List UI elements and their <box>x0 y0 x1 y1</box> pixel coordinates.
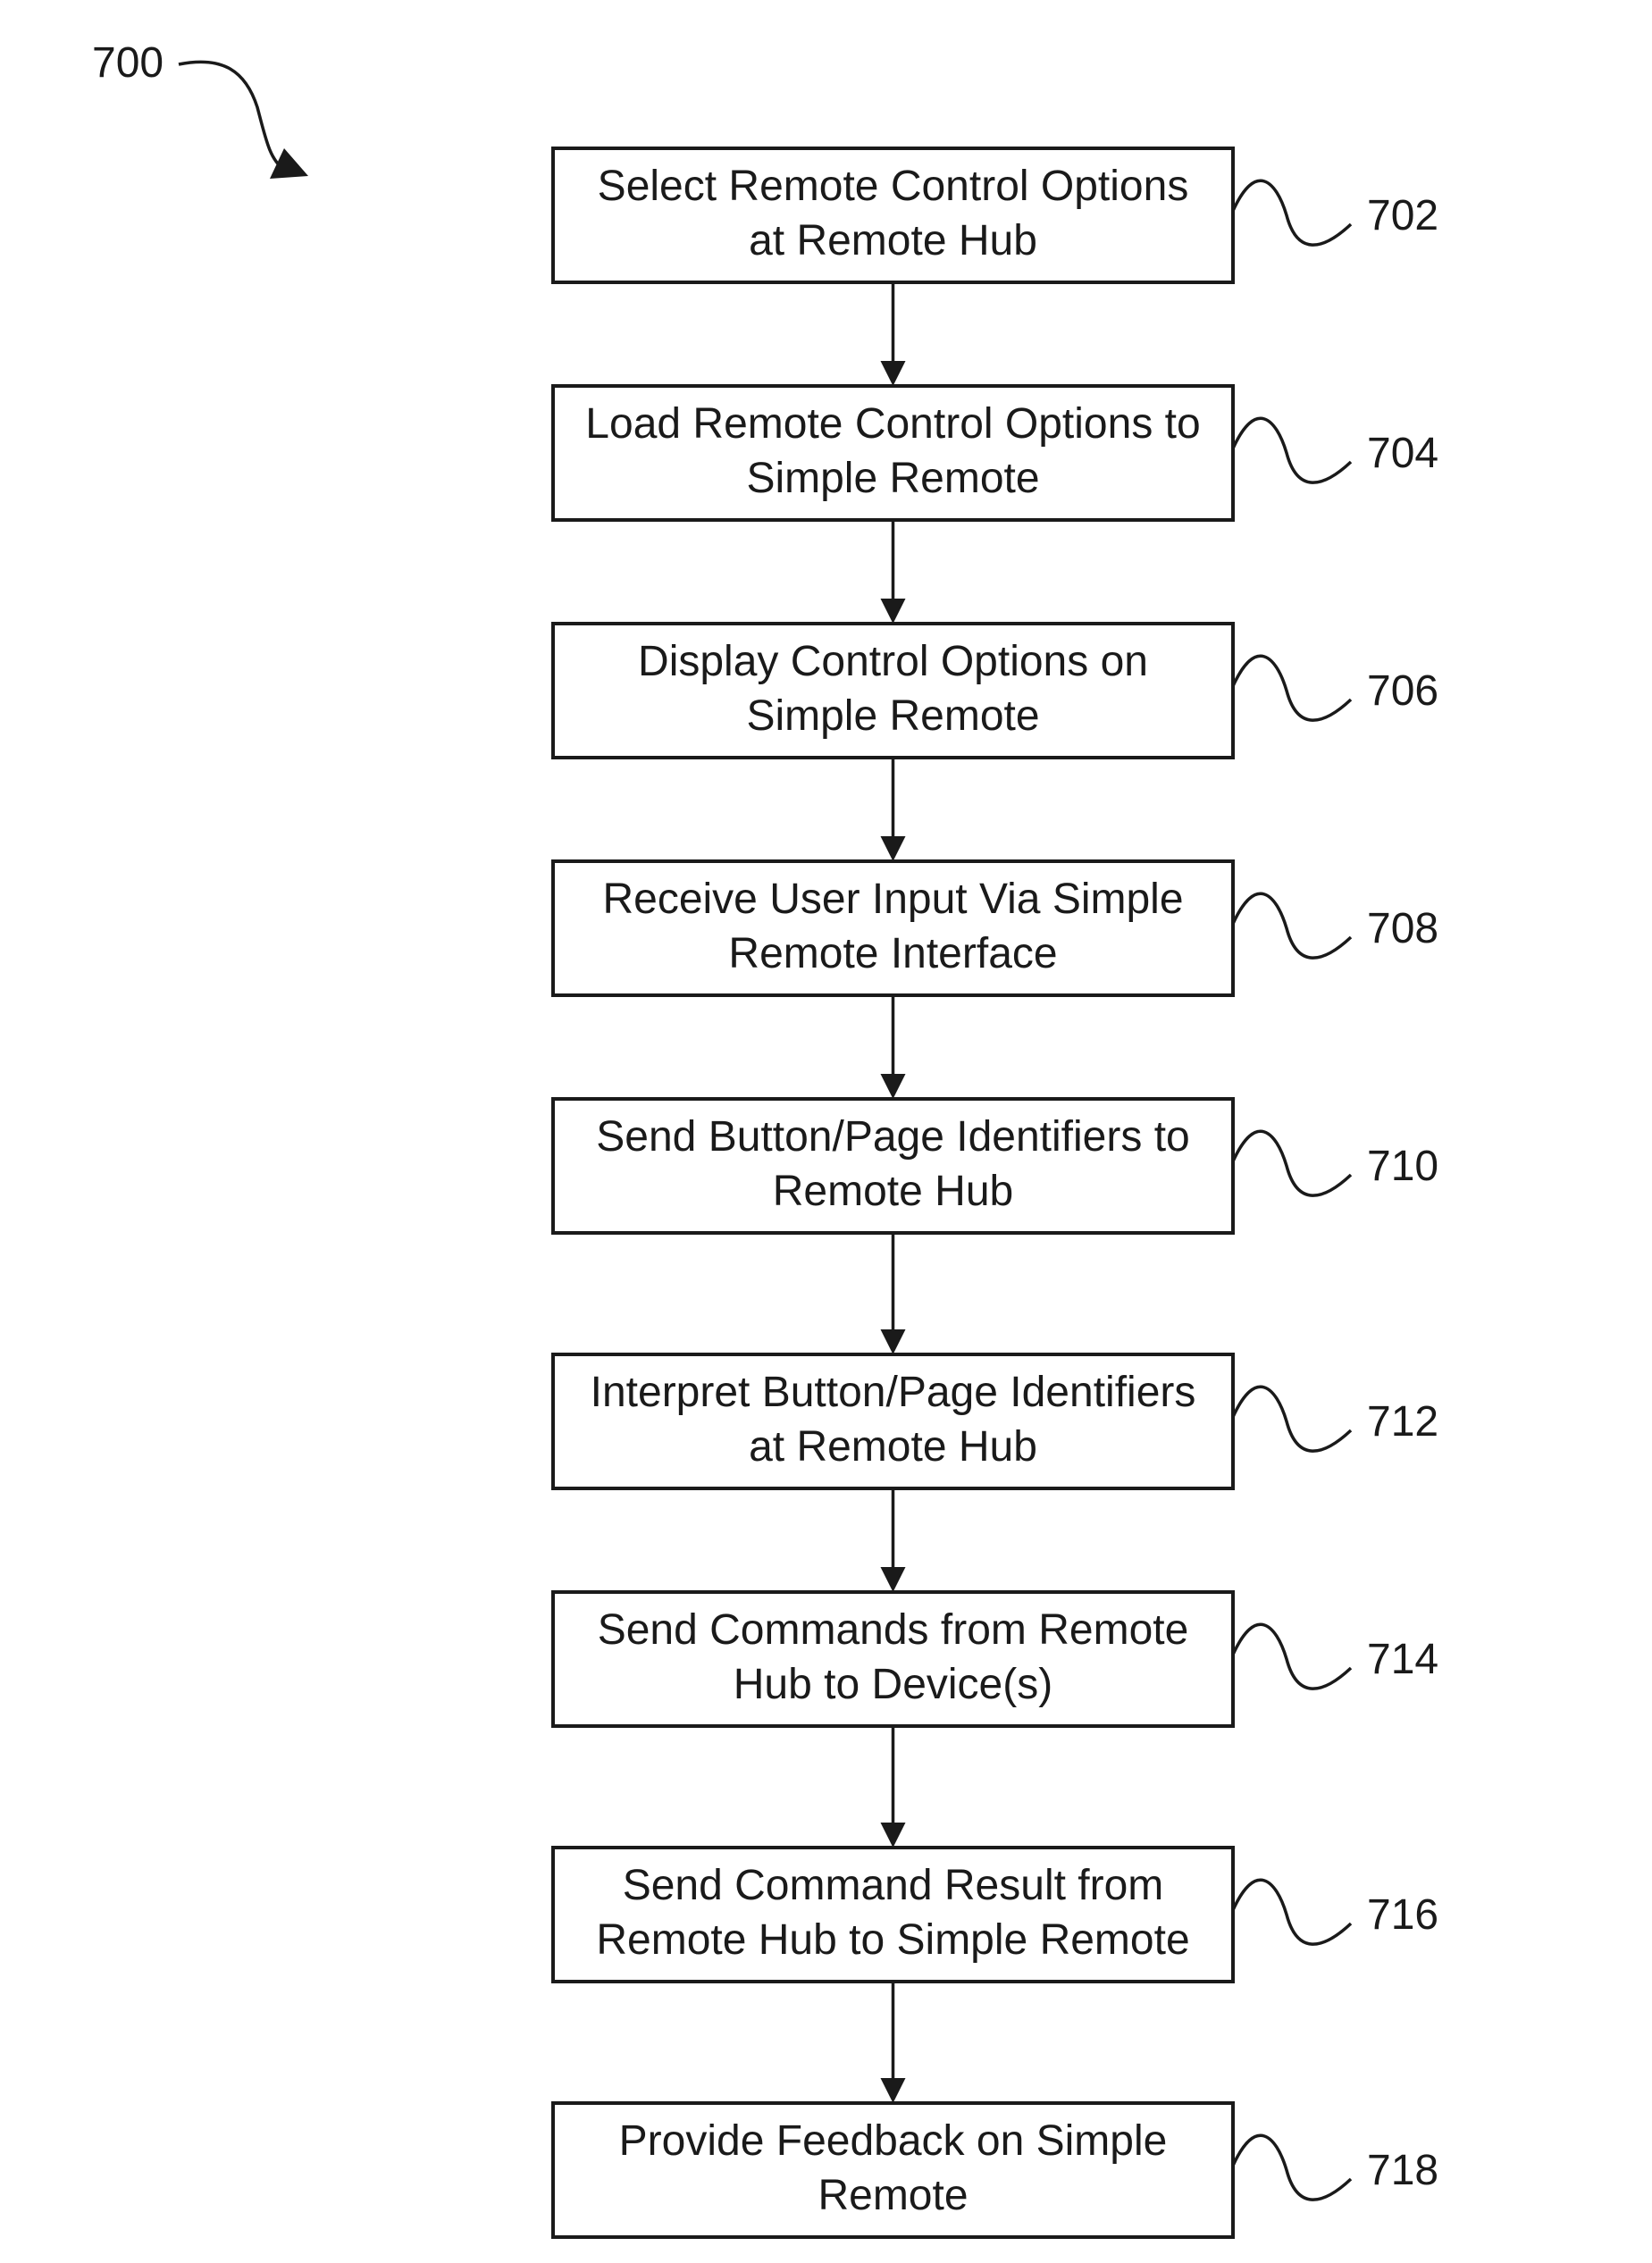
step-label-line: Remote Hub to Simple Remote <box>596 1916 1189 1964</box>
step-ref-number: 714 <box>1367 1636 1438 1683</box>
step-label-line: Remote Interface <box>728 930 1057 977</box>
ref-leader <box>1233 1131 1351 1195</box>
connector-arrowhead <box>881 1823 906 1848</box>
step-label-line: at Remote Hub <box>749 1423 1037 1471</box>
flow-step-718: Provide Feedback on SimpleRemote 718 <box>553 2103 1438 2237</box>
connector-arrowhead <box>881 599 906 624</box>
ref-leader <box>1233 1387 1351 1451</box>
ref-leader <box>1233 1624 1351 1689</box>
flow-step-708: Receive User Input Via SimpleRemote Inte… <box>553 861 1438 995</box>
step-label-line: Simple Remote <box>746 692 1039 740</box>
connector-arrowhead <box>881 1567 906 1592</box>
step-label-line: Send Commands from Remote <box>598 1606 1189 1654</box>
step-ref-number: 702 <box>1367 192 1438 239</box>
step-ref-number: 710 <box>1367 1143 1438 1190</box>
flow-step-710: Send Button/Page Identifiers to Remote Hu… <box>553 1099 1438 1233</box>
figure-ref-arrowhead <box>270 148 308 179</box>
ref-leader <box>1233 656 1351 720</box>
step-label-line: Send Button/Page Identifiers to <box>596 1113 1189 1161</box>
connector-arrowhead <box>881 836 906 861</box>
ref-leader <box>1233 418 1351 482</box>
step-ref-number: 718 <box>1367 2147 1438 2194</box>
flow-step-702: Select Remote Control Options at Remote H… <box>553 148 1438 282</box>
step-label-line: Provide Feedback on Simple <box>619 2117 1168 2165</box>
step-label-line: Send Command Result from <box>623 1862 1164 1909</box>
step-label-line: Remote Hub <box>773 1168 1013 1215</box>
flow-step-714: Send Commands from RemoteHub to Device(s… <box>553 1592 1438 1726</box>
ref-leader <box>1233 180 1351 245</box>
connector-arrowhead <box>881 361 906 386</box>
step-ref-number: 708 <box>1367 905 1438 952</box>
step-label-line: Receive User Input Via Simple <box>602 876 1183 923</box>
flow-step-706: Display Control Options on Simple Remote 7… <box>553 624 1438 758</box>
figure-ref-label: 700 <box>92 39 164 87</box>
ref-leader <box>1233 893 1351 958</box>
step-ref-number: 704 <box>1367 430 1438 477</box>
step-ref-number: 706 <box>1367 667 1438 715</box>
step-label-line: Remote <box>818 2172 968 2219</box>
step-label-line: Load Remote Control Options to <box>585 400 1200 448</box>
ref-leader <box>1233 2135 1351 2200</box>
step-label-line: at Remote Hub <box>749 217 1037 264</box>
step-label-line: Display Control Options on <box>638 638 1148 685</box>
flow-step-712: Interpret Button/Page Identifiers at Remo… <box>553 1354 1438 1488</box>
connector-arrowhead <box>881 1074 906 1099</box>
flow-step-716: Send Command Result fromRemote Hub to Si… <box>553 1848 1438 1982</box>
step-label-line: Hub to Device(s) <box>734 1661 1052 1708</box>
connector-arrowhead <box>881 2078 906 2103</box>
step-label-line: Select Remote Control Options <box>598 163 1189 210</box>
step-label-line: Interpret Button/Page Identifiers <box>591 1369 1196 1416</box>
ref-leader <box>1233 1880 1351 1944</box>
step-ref-number: 716 <box>1367 1891 1438 1939</box>
figure-ref-arrow <box>179 62 284 170</box>
step-ref-number: 712 <box>1367 1398 1438 1446</box>
flow-step-704: Load Remote Control Options to Simple Rem… <box>553 386 1438 520</box>
connector-arrowhead <box>881 1329 906 1354</box>
step-label-line: Simple Remote <box>746 455 1039 502</box>
